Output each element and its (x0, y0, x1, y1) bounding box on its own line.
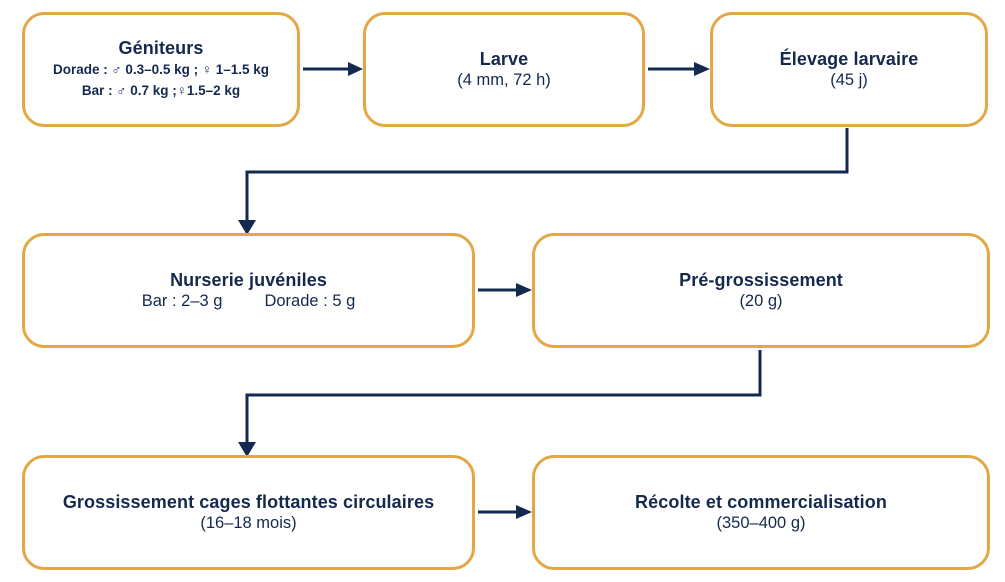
node-geniteurs: Géniteurs Dorade : ♂ 0.3–0.5 kg ; ♀ 1–1.… (22, 12, 300, 127)
node-grossissement-cages: Grossissement cages flottantes circulair… (22, 455, 475, 570)
node-title: Grossissement cages flottantes circulair… (62, 491, 435, 512)
node-larve: Larve (4 mm, 72 h) (363, 12, 645, 127)
node-pre-grossissement: Pré-grossissement (20 g) (532, 233, 990, 348)
node-recolte-commercialisation: Récolte et commercialisation (350–400 g) (532, 455, 990, 570)
arrow-pre-to-grossissement (238, 350, 762, 457)
node-title: Géniteurs (118, 38, 204, 59)
node-subtitle: (16–18 mois) (200, 514, 297, 533)
arrow-elevage-to-nurserie (238, 128, 849, 235)
node-values-row: Bar : 2–3 g Dorade : 5 g (142, 291, 356, 312)
node-subtitle: (4 mm, 72 h) (457, 71, 551, 90)
arrow-nurserie-to-pre (478, 283, 532, 297)
node-subtitle: (350–400 g) (716, 514, 806, 533)
node-subtitle: (20 g) (739, 292, 783, 311)
node-title: Larve (479, 48, 529, 69)
node-title: Élevage larvaire (779, 48, 919, 69)
node-title: Nurserie juvéniles (170, 269, 327, 290)
node-detail-dorade: Dorade : ♂ 0.3–0.5 kg ; ♀ 1–1.5 kg (52, 61, 270, 77)
node-value-dorade: Dorade : 5 g (264, 292, 356, 311)
node-nurserie-juveniles: Nurserie juvéniles Bar : 2–3 g Dorade : … (22, 233, 475, 348)
arrow-grossissement-to-recolte (478, 505, 532, 519)
arrow-larve-to-elevage (648, 62, 710, 76)
node-value-bar: Bar : 2–3 g (141, 292, 223, 311)
node-subtitle: (45 j) (830, 71, 868, 90)
node-title: Récolte et commercialisation (635, 491, 887, 512)
node-elevage-larvaire: Élevage larvaire (45 j) (710, 12, 988, 127)
node-detail-bar: Bar : ♂ 0.7 kg ;♀1.5–2 kg (81, 82, 241, 98)
node-title: Pré-grossissement (679, 269, 843, 290)
arrow-geniteurs-to-larve (303, 62, 363, 76)
